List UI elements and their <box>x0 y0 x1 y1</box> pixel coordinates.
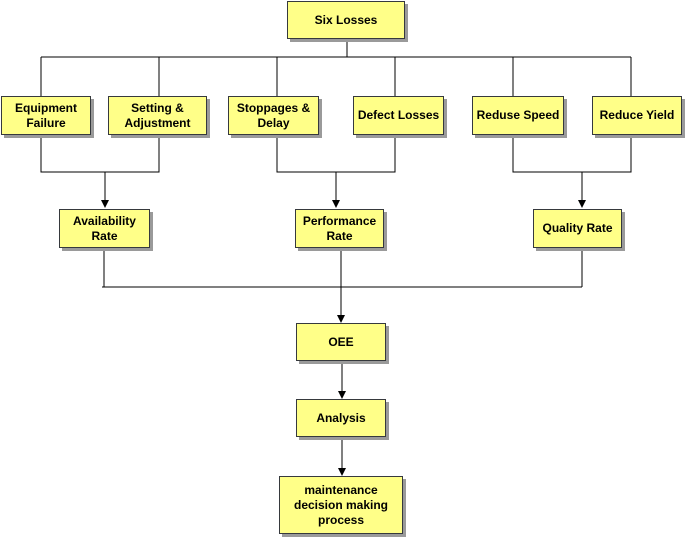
node-oee: OEE <box>296 323 386 361</box>
node-reduse-speed: Reduse Speed <box>472 96 564 135</box>
node-maintenance-decision: maintenance decision making process <box>279 476 403 534</box>
node-availability-rate: Availability Rate <box>59 209 150 248</box>
node-defect-losses: Defect Losses <box>353 96 444 135</box>
node-quality-rate: Quality Rate <box>533 209 622 248</box>
node-equipment-failure: Equipment Failure <box>1 96 91 135</box>
node-setting-adjustment: Setting & Adjustment <box>108 96 207 135</box>
connector-performance-group <box>276 135 396 173</box>
connector-availability-group <box>40 135 160 173</box>
connector-quality-group <box>512 135 632 173</box>
node-stoppages-delay: Stoppages & Delay <box>228 96 319 135</box>
node-performance-rate: Performance Rate <box>295 209 384 248</box>
node-six-losses: Six Losses <box>287 1 405 39</box>
node-reduce-yield: Reduce Yield <box>592 96 682 135</box>
node-analysis: Analysis <box>296 399 386 437</box>
